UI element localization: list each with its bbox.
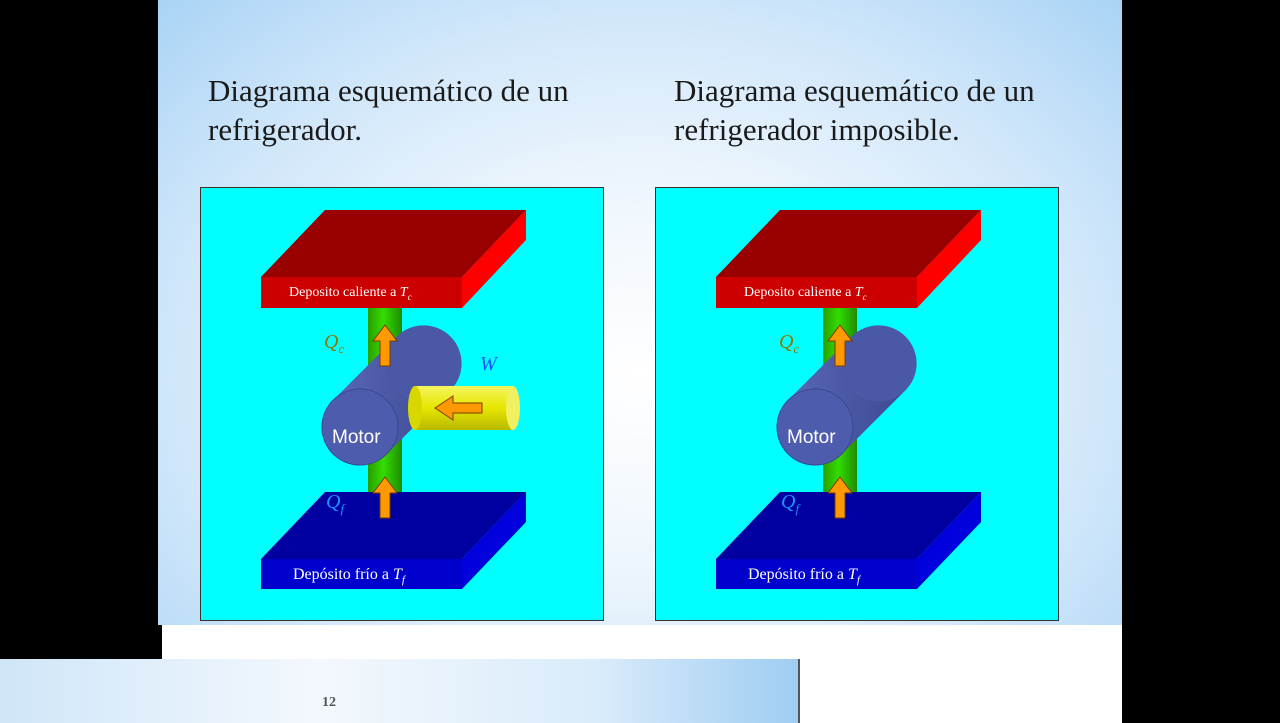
- heat-arrow-up-cold: [827, 476, 853, 519]
- cold-reservoir-label: Depósito frío a Tf: [293, 566, 405, 587]
- heat-arrow-up-hot: [827, 324, 853, 367]
- motor: [776, 325, 917, 466]
- motor-label: Motor: [332, 427, 381, 448]
- work-label: W: [480, 353, 497, 375]
- page-number: 12: [322, 695, 336, 710]
- hot-reservoir: [261, 210, 526, 308]
- heat-cold-label: Qf: [326, 491, 345, 516]
- cold-reservoir: [261, 492, 526, 589]
- hot-reservoir-label: Deposito caliente a Tc: [289, 285, 412, 302]
- work-arrow: [434, 395, 483, 421]
- impossible-refrigerator-diagram: Deposito caliente a Tc Depósito frío a T…: [655, 187, 1059, 621]
- refrigerator-diagram: Deposito caliente a Tc Depósito frío a T…: [200, 187, 604, 621]
- heat-cold-label: Qf: [781, 491, 800, 516]
- heat-arrow-up-hot: [372, 324, 398, 367]
- heat-hot-label: Qc: [779, 331, 800, 356]
- refrigerator-diagram-graphic: [261, 210, 526, 589]
- hot-reservoir-label: Deposito caliente a Tc: [744, 285, 867, 302]
- heat-hot-label: Qc: [324, 331, 345, 356]
- title-right: Diagrama esquemático de un refrigerador …: [674, 73, 1035, 147]
- slide: Diagrama esquemático de un refrigerador.…: [158, 0, 1122, 625]
- cold-reservoir: [716, 492, 981, 589]
- motor: [321, 325, 462, 466]
- title-left: Diagrama esquemático de un refrigerador.: [208, 73, 569, 147]
- impossible-refrigerator-diagram-graphic: [716, 210, 981, 589]
- heat-arrow-up-cold: [372, 476, 398, 519]
- hot-reservoir: [716, 210, 981, 308]
- motor-label: Motor: [787, 427, 836, 448]
- thumbnail-strip: [0, 659, 800, 723]
- cold-reservoir-label: Depósito frío a Tf: [748, 566, 860, 587]
